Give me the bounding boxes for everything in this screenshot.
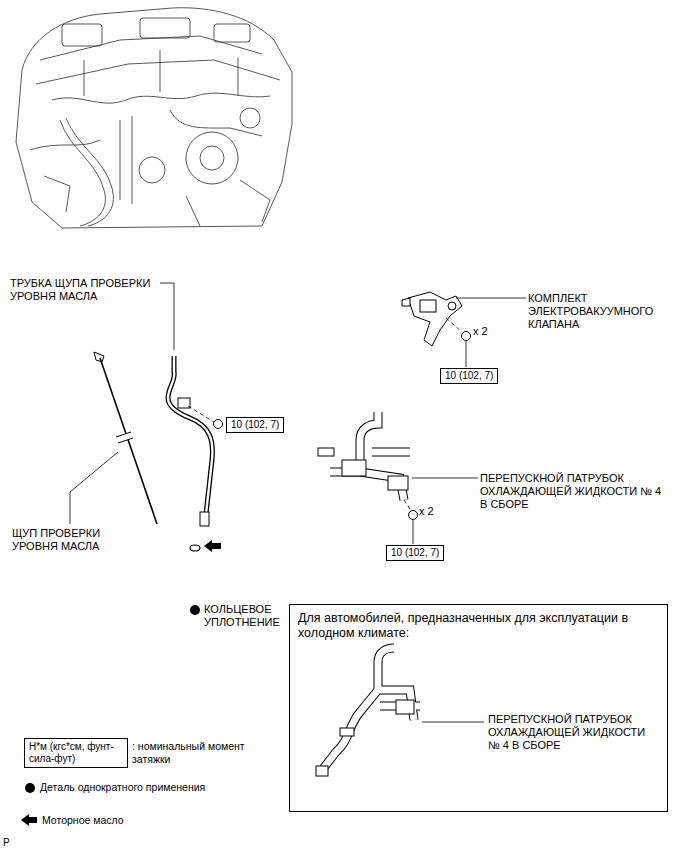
dipstick xyxy=(94,352,157,524)
part-name: ПЕРЕПУСКНОЙ ПАТРУБОК ОХЛАЖДАЮЩЕЙ ЖИДКОСТ… xyxy=(488,713,660,752)
engine-sketch xyxy=(36,60,280,84)
leader-line xyxy=(456,298,526,299)
engine-sketch xyxy=(120,116,132,204)
engine-sketch xyxy=(186,180,270,226)
engine-sketch xyxy=(84,50,238,96)
legend-symbols xyxy=(21,783,37,826)
dipstick-tube xyxy=(168,356,212,514)
bypass-pipe xyxy=(330,412,410,500)
leader-line xyxy=(413,520,414,544)
dipstick-tube xyxy=(200,512,209,526)
leader-line xyxy=(160,283,174,350)
part-name: КОМПЛЕКТ ЭЛЕКТРОВАКУУМНОГО КЛАПАНА xyxy=(528,292,668,331)
bypass-pipe-cold xyxy=(322,648,420,770)
vsv-assembly xyxy=(420,300,436,312)
dipstick xyxy=(100,358,157,524)
leader-line xyxy=(466,341,467,367)
legend-symbols xyxy=(21,814,37,826)
dipstick-tube xyxy=(214,420,223,429)
part-name: ТРУБКА ЩУПА ПРОВЕРКИ УРОВНЯ МАСЛА xyxy=(10,277,160,303)
dipstick xyxy=(116,432,133,443)
bypass-pipe xyxy=(318,412,418,520)
dipstick xyxy=(116,432,133,443)
bypass-pipe xyxy=(330,412,410,500)
dipstick-tube xyxy=(188,406,214,422)
dipstick xyxy=(94,352,104,362)
engine-sketch xyxy=(214,24,250,42)
engine-sketch xyxy=(16,8,292,228)
bypass-pipe-cold xyxy=(340,728,354,736)
engine-sketch xyxy=(16,8,292,228)
legend-text: : номинальный момент затяжки xyxy=(132,740,252,766)
dipstick-tube xyxy=(168,356,223,526)
bypass-pipe-cold xyxy=(396,700,414,714)
oil-seal-symbols xyxy=(190,605,200,615)
vsv-assembly xyxy=(448,302,456,310)
torque-box: 10 (102, 7) xyxy=(386,545,444,561)
bypass-pipe-cold xyxy=(316,766,328,776)
vsv-assembly xyxy=(408,292,462,346)
quantity: x 2 xyxy=(473,325,488,338)
oil-seal-symbols xyxy=(204,540,221,552)
leader-line xyxy=(70,452,118,524)
bypass-pipe xyxy=(342,460,366,476)
part-name: ПЕРЕПУСКНОЙ ПАТРУБОК ОХЛАЖДАЮЩЕЙ ЖИДКОСТ… xyxy=(480,472,670,511)
legend-symbols xyxy=(25,783,35,793)
engine-sketch xyxy=(240,108,260,128)
quantity: x 2 xyxy=(419,505,434,518)
note-heading: Для автомобилей, предназначенных для экс… xyxy=(298,611,658,641)
legend-text: Моторное масло xyxy=(42,814,124,827)
leader-line xyxy=(422,722,484,723)
bypass-pipe xyxy=(388,476,408,490)
engine-sketch xyxy=(44,176,70,212)
torque-value: 10 (102, 7) xyxy=(445,370,493,382)
engine-sketch xyxy=(66,118,113,226)
note-box: Для автомобилей, предназначенных для экс… xyxy=(289,604,668,812)
engine-sketch xyxy=(30,140,100,150)
torque-value: 10 (102, 7) xyxy=(231,419,279,431)
engine-sketch xyxy=(40,36,262,60)
bypass-pipe-cold xyxy=(322,648,420,770)
engine-sketch xyxy=(186,132,238,184)
vsv-assembly xyxy=(402,298,410,306)
engine-sketch xyxy=(200,146,224,170)
leader-line xyxy=(412,478,478,479)
part-name: ЩУП ПРОВЕРКИ УРОВНЯ МАСЛА xyxy=(12,527,132,553)
vsv-assembly xyxy=(402,292,471,346)
engine-sketch xyxy=(62,24,102,46)
torque-value: Н*м (кгс*см, фунт-сила-фут) xyxy=(29,741,123,765)
dipstick-tube xyxy=(168,356,212,514)
engine-sketch xyxy=(139,157,165,183)
bypass-pipe xyxy=(318,448,334,456)
vsv-assembly xyxy=(462,332,471,341)
bypass-pipe xyxy=(409,511,418,520)
oil-seal-symbols xyxy=(190,545,200,551)
bypass-pipe xyxy=(404,500,412,512)
vsv-assembly xyxy=(446,318,462,332)
torque-box: 10 (102, 7) xyxy=(226,417,284,433)
page-mark: P xyxy=(3,836,10,849)
engine-sketch xyxy=(140,18,190,38)
legend-text: Деталь однократного применения xyxy=(40,781,205,794)
engine-sketch xyxy=(60,120,105,226)
torque-value: 10 (102, 7) xyxy=(391,547,439,559)
engine-sketch xyxy=(52,93,270,103)
torque-legend-box: Н*м (кгс*см, фунт-сила-фут) xyxy=(24,738,128,768)
engine-sketch xyxy=(170,110,262,136)
torque-box: 10 (102, 7) xyxy=(440,368,498,384)
bypass-pipe-cold xyxy=(316,648,420,776)
part-name: КОЛЬЦЕВОЕ УПЛОТНЕНИЕ xyxy=(204,603,300,629)
